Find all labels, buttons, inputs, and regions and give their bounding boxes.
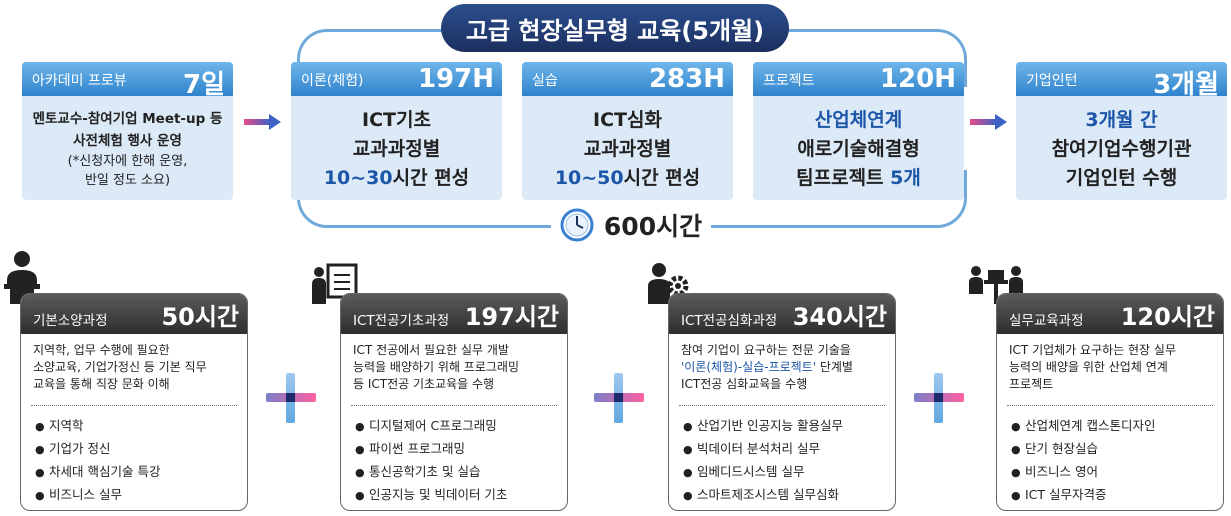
stage-header: 프로젝트 120H xyxy=(753,62,964,96)
course-items: ●산업체연계 캡스톤디자인 ●단기 현장실습 ●비즈니스 영어 ●ICT 실무자… xyxy=(1011,414,1217,506)
stage-name: 프로젝트 xyxy=(763,73,815,89)
program-title: 고급 현장실무형 교육(5개월) xyxy=(441,4,789,52)
stage-line: ICT심화 xyxy=(593,108,662,131)
divider xyxy=(31,405,237,406)
total-hours-label: 600시간 xyxy=(603,212,703,241)
arrow-right-icon xyxy=(244,114,284,130)
stage-header: 아카데미 프로뷰 7일 xyxy=(22,62,233,100)
stage-line: 3개월 간 xyxy=(1085,108,1158,131)
list-item: ●스마트제조시스템 실무심화 xyxy=(683,487,839,502)
clock-icon xyxy=(560,208,594,242)
stage-line: 기업인턴 수행 xyxy=(1065,166,1178,189)
list-item: ●비즈니스 영어 xyxy=(1011,464,1098,479)
stage-line: 교과과정별 xyxy=(583,137,672,160)
stage-line: 사전체험 행사 운영 xyxy=(73,133,182,149)
course-items: ●지역학 ●기업가 정신 ●차세대 핵심기술 특강 ●비즈니스 실무 xyxy=(35,414,241,506)
course-hours: 120시간 xyxy=(1120,303,1215,331)
stage-duration: 7일 xyxy=(182,70,225,100)
course-description: 지역학, 업무 수행에 필요한 소양교육, 기업가정신 등 기본 직무 교육을 … xyxy=(33,343,207,391)
total-hours: 600시간 xyxy=(551,203,711,247)
stage-body: 산업체연계 애로기술해결형 팀프로젝트 5개 xyxy=(753,98,964,200)
stage-project: 프로젝트 120H 산업체연계 애로기술해결형 팀프로젝트 5개 xyxy=(753,62,964,200)
presentation-icon xyxy=(312,263,358,304)
course-header: ICT전공기초과정 197시간 xyxy=(341,294,567,334)
course-name: 실무교육과정 xyxy=(1009,313,1084,329)
course-items: ●산업기반 인공지능 활용실무 ●빅데이터 분석처리 실무 ●임베디드시스템 실… xyxy=(683,414,889,506)
course-hours: 50시간 xyxy=(161,303,239,331)
stage-internship: 기업인턴 3개월 3개월 간 참여기업수행기관 기업인턴 수행 xyxy=(1016,62,1227,200)
course-name: 기본소양과정 xyxy=(33,313,108,329)
course-description: ICT 전공에서 필요한 실무 개발 능력을 배양하기 위해 프로그래밍 등 I… xyxy=(353,343,520,391)
arrow-right-icon xyxy=(970,114,1010,130)
course-description: ICT 기업체가 요구하는 현장 실무 능력의 배양을 위한 산업체 연계 프로… xyxy=(1009,343,1176,391)
course-header: ICT전공심화과정 340시간 xyxy=(669,294,895,334)
divider xyxy=(679,405,885,406)
course-name: ICT전공심화과정 xyxy=(681,313,778,329)
stage-name: 아카데미 프로뷰 xyxy=(32,73,127,89)
stage-body: 3개월 간 참여기업수행기관 기업인턴 수행 xyxy=(1016,98,1227,200)
list-item: ●임베디드시스템 실무 xyxy=(683,464,805,479)
stage-line: 애로기술해결형 xyxy=(797,137,920,160)
course-hours: 197시간 xyxy=(464,303,559,331)
plus-icon xyxy=(594,373,644,423)
list-item: ●파이썬 프로그래밍 xyxy=(355,441,465,456)
course-header: 기본소양과정 50시간 xyxy=(21,294,247,334)
stage-line: 팀프로젝트 5개 xyxy=(796,166,921,189)
stage-line: 참여기업수행기관 xyxy=(1051,137,1192,160)
course-ict-advanced: ICT전공심화과정 340시간 참여 기업이 요구하는 전문 기술을 '이론(체… xyxy=(668,293,896,511)
stage-name: 이론(체험) xyxy=(301,73,364,89)
list-item: ●산업체연계 캡스톤디자인 xyxy=(1011,418,1156,433)
list-item: ●단기 현장실습 xyxy=(1011,441,1098,456)
course-items: ●디지털제어 C프로그래밍 ●파이썬 프로그래밍 ●통신공학기초 및 실습 ●인… xyxy=(355,414,561,506)
plus-icon xyxy=(266,373,316,423)
list-item: ●산업기반 인공지능 활용실무 xyxy=(683,418,843,433)
course-name: ICT전공기초과정 xyxy=(353,313,450,329)
stage-note: 반일 정도 소요) xyxy=(84,173,171,188)
stage-body: ICT심화 교과과정별 10~50시간 편성 xyxy=(522,98,733,200)
list-item: ●지역학 xyxy=(35,418,84,433)
list-item: ●빅데이터 분석처리 실무 xyxy=(683,441,820,456)
list-item: ●비즈니스 실무 xyxy=(35,487,122,502)
list-item: ●인공지능 및 빅데이터 기초 xyxy=(355,487,508,502)
stage-name: 기업인턴 xyxy=(1026,73,1078,89)
stage-duration: 120H xyxy=(879,64,956,94)
stage-name: 실습 xyxy=(532,73,558,89)
course-practical: 실무교육과정 120시간 ICT 기업체가 요구하는 현장 실무 능력의 배양을… xyxy=(996,293,1224,511)
stage-header: 이론(체험) 197H xyxy=(291,62,502,96)
course-description: 참여 기업이 요구하는 전문 기술을 '이론(체험)-실습-프로젝트' 단계별 … xyxy=(681,343,853,391)
meeting-icon xyxy=(969,266,1023,304)
stage-duration: 283H xyxy=(648,64,725,94)
course-ict-basic: ICT전공기초과정 197시간 ICT 전공에서 필요한 실무 개발 능력을 배… xyxy=(340,293,568,511)
stage-duration: 197H xyxy=(417,64,494,94)
list-item: ●통신공학기초 및 실습 xyxy=(355,464,481,479)
course-header: 실무교육과정 120시간 xyxy=(997,294,1223,334)
stage-practice: 실습 283H ICT심화 교과과정별 10~50시간 편성 xyxy=(522,62,733,200)
list-item: ●기업가 정신 xyxy=(35,441,111,456)
divider xyxy=(1007,405,1213,406)
stage-line: 멘토교수-참여기업 Meet-up 등 xyxy=(32,111,223,127)
stage-line: 10~50시간 편성 xyxy=(554,166,701,189)
stage-line: 교과과정별 xyxy=(352,137,441,160)
stage-academy-preview: 아카데미 프로뷰 7일 멘토교수-참여기업 Meet-up 등 사전체험 행사 … xyxy=(22,62,233,200)
stage-line: 10~30시간 편성 xyxy=(323,166,470,189)
list-item: ●차세대 핵심기술 특강 xyxy=(35,464,161,479)
stage-duration: 3개월 xyxy=(1153,70,1219,100)
stage-header: 기업인턴 3개월 xyxy=(1016,62,1227,100)
course-basic: 기본소양과정 50시간 지역학, 업무 수행에 필요한 소양교육, 기업가정신 … xyxy=(20,293,248,511)
list-item: ●ICT 실무자격증 xyxy=(1011,487,1107,502)
stage-body: 멘토교수-참여기업 Meet-up 등 사전체험 행사 운영 (*신청자에 한해… xyxy=(22,98,233,200)
stage-theory: 이론(체험) 197H ICT기초 교과과정별 10~30시간 편성 xyxy=(291,62,502,200)
plus-icon xyxy=(914,373,964,423)
stage-note: (*신청자에 한해 운영, xyxy=(67,154,188,169)
stage-header: 실습 283H xyxy=(522,62,733,96)
stage-line: 산업체연계 xyxy=(814,108,903,131)
stage-line: ICT기초 xyxy=(362,108,431,131)
person-gear-icon xyxy=(648,263,689,304)
stage-body: ICT기초 교과과정별 10~30시간 편성 xyxy=(291,98,502,200)
list-item: ●디지털제어 C프로그래밍 xyxy=(355,418,497,433)
course-hours: 340시간 xyxy=(792,303,887,331)
divider xyxy=(351,405,557,406)
